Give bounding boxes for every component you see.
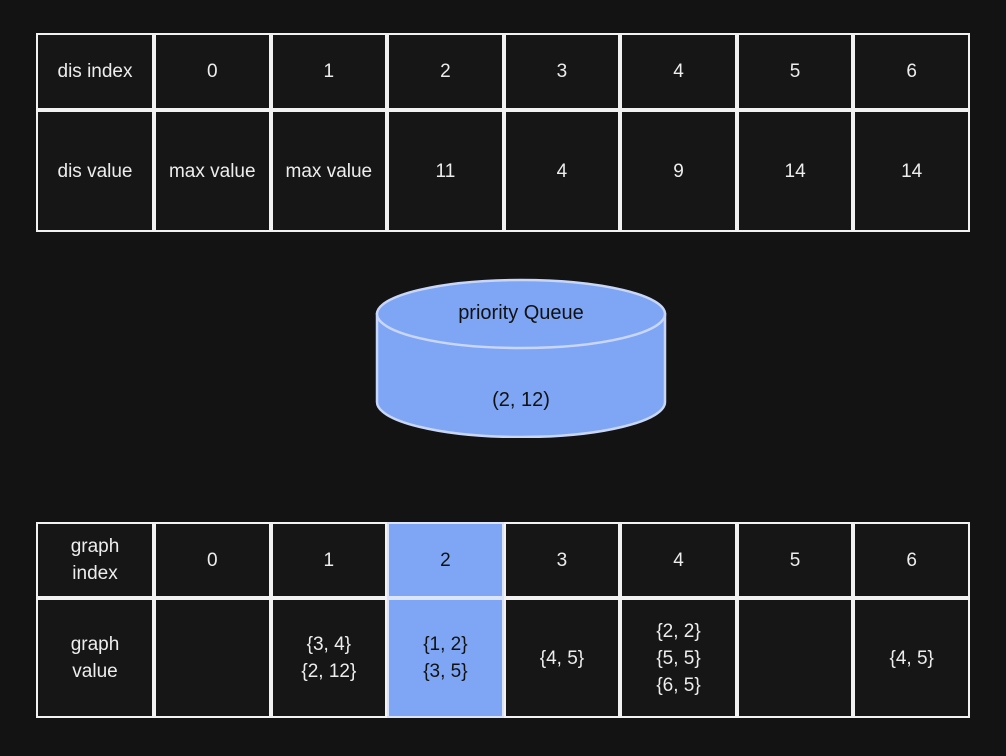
dis-value-row: dis value max value max value 11 4 9 14 …: [36, 110, 970, 232]
graph-value-label-line1: graph: [70, 634, 120, 655]
dis-index-cell-2: 2: [387, 33, 504, 110]
graph-value-cell-1: {3, 4} {2, 12}: [270, 598, 388, 718]
dis-index-cell-4: 4: [620, 33, 737, 110]
graph-index-cell-1: 1: [270, 522, 388, 598]
dis-value-cell-4: 9: [620, 110, 737, 232]
dis-index-cell-1: 1: [270, 33, 388, 110]
priority-queue-title: priority Queue: [458, 302, 584, 324]
dis-value-cell-1: max value: [270, 110, 388, 232]
dis-index-cell-6: 6: [853, 33, 970, 110]
graph-index-cell-3: 3: [503, 522, 621, 598]
cylinder-icon: [375, 278, 667, 438]
graph-index-cell-0: 0: [154, 522, 271, 598]
graph-value-pair: {6, 5}: [656, 674, 701, 696]
graph-index-cell-5: 5: [736, 522, 854, 598]
dis-index-cell-5: 5: [736, 33, 854, 110]
graph-value-pair: {2, 12}: [301, 661, 357, 682]
dis-value-cell-0: max value: [154, 110, 271, 232]
graph-value-cell-3: {4, 5}: [503, 598, 621, 718]
graph-value-cell-4: {2, 2} {5, 5} {6, 5}: [620, 598, 737, 718]
dis-index-cell-0: 0: [154, 33, 271, 110]
graph-value-cell-0: [154, 598, 271, 718]
graph-value-label-line2: value: [72, 661, 118, 682]
graph-index-cell-2-highlighted: 2: [387, 522, 504, 598]
graph-value-pair: {2, 2}: [656, 620, 701, 642]
dis-value-cell-3: 4: [503, 110, 621, 232]
priority-queue: priority Queue (2, 12): [375, 278, 667, 438]
dis-value-cell-2: 11: [387, 110, 504, 232]
dis-index-label: dis index: [36, 33, 154, 110]
graph-value-pair: {5, 5}: [656, 647, 701, 669]
graph-value-label: graph value: [36, 598, 154, 718]
graph-index-cell-6: 6: [853, 522, 970, 598]
graph-table: graph index 0 1 2 3 4 5 6 graph value {3…: [36, 522, 970, 718]
graph-value-pair: {4, 5}: [889, 647, 934, 669]
dis-index-cell-3: 3: [503, 33, 621, 110]
graph-value-pair: {4, 5}: [539, 647, 585, 669]
graph-index-cell-4: 4: [620, 522, 737, 598]
graph-value-cell-2-highlighted: {1, 2} {3, 5}: [387, 598, 504, 718]
priority-queue-item: (2, 12): [492, 389, 550, 411]
graph-value-cell-5: [736, 598, 854, 718]
dis-index-row: dis index 0 1 2 3 4 5 6: [36, 33, 970, 110]
graph-index-row: graph index 0 1 2 3 4 5 6: [36, 522, 970, 598]
dis-value-cell-6: 14: [853, 110, 970, 232]
graph-value-row: graph value {3, 4} {2, 12} {1, 2} {3, 5}…: [36, 598, 970, 718]
graph-value-pair: {1, 2}: [423, 634, 468, 655]
graph-value-cell-6: {4, 5}: [853, 598, 970, 718]
graph-value-pair: {3, 4}: [306, 634, 352, 655]
dis-value-cell-5: 14: [736, 110, 854, 232]
graph-index-label: graph index: [36, 522, 154, 598]
graph-index-label-line2: index: [72, 563, 118, 584]
dis-table: dis index 0 1 2 3 4 5 6 dis value max va…: [36, 33, 970, 232]
graph-index-label-line1: graph: [70, 536, 120, 557]
graph-value-pair: {3, 5}: [423, 661, 468, 682]
dis-value-label: dis value: [36, 110, 154, 232]
